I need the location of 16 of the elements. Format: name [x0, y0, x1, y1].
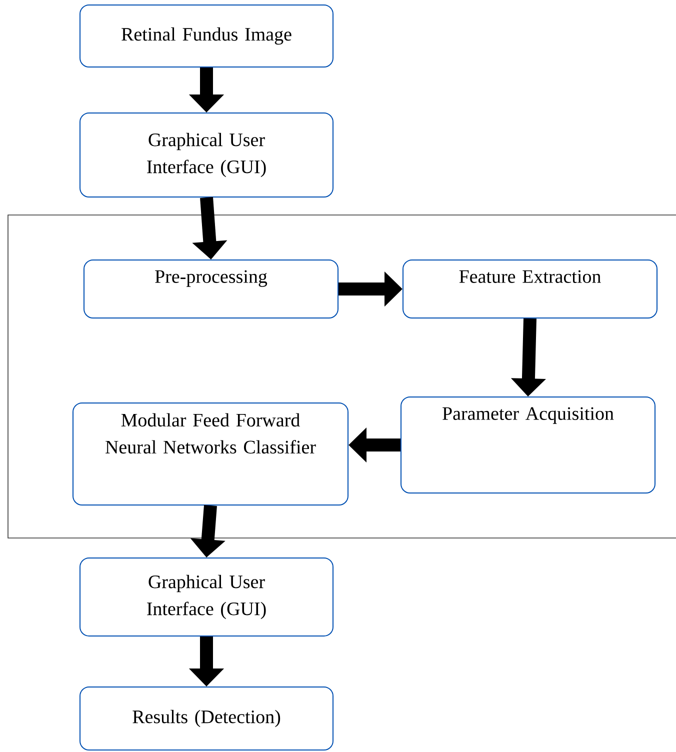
- process-box: [72, 402, 348, 506]
- process-box: [80, 4, 334, 68]
- node-label: Results (Detection): [132, 710, 280, 728]
- process-box: [400, 396, 656, 494]
- node-label: Graphical User Interface (GUI): [147, 574, 266, 620]
- node-label: Retinal Fundus Image: [122, 27, 292, 45]
- node-label: Modular Feed Forward Neural Networks Classifier: [106, 413, 316, 454]
- process-box: [80, 112, 334, 198]
- node-label: Feature Extraction: [459, 270, 601, 283]
- process-box: [402, 260, 658, 318]
- process-box: [80, 558, 334, 636]
- node-label: Pre-processing: [155, 270, 268, 287]
- process-box: [80, 686, 334, 750]
- node-label: Graphical User Interface (GUI): [147, 132, 266, 178]
- node-label: Parameter Acquisition: [442, 407, 614, 424]
- process-box: [84, 260, 338, 318]
